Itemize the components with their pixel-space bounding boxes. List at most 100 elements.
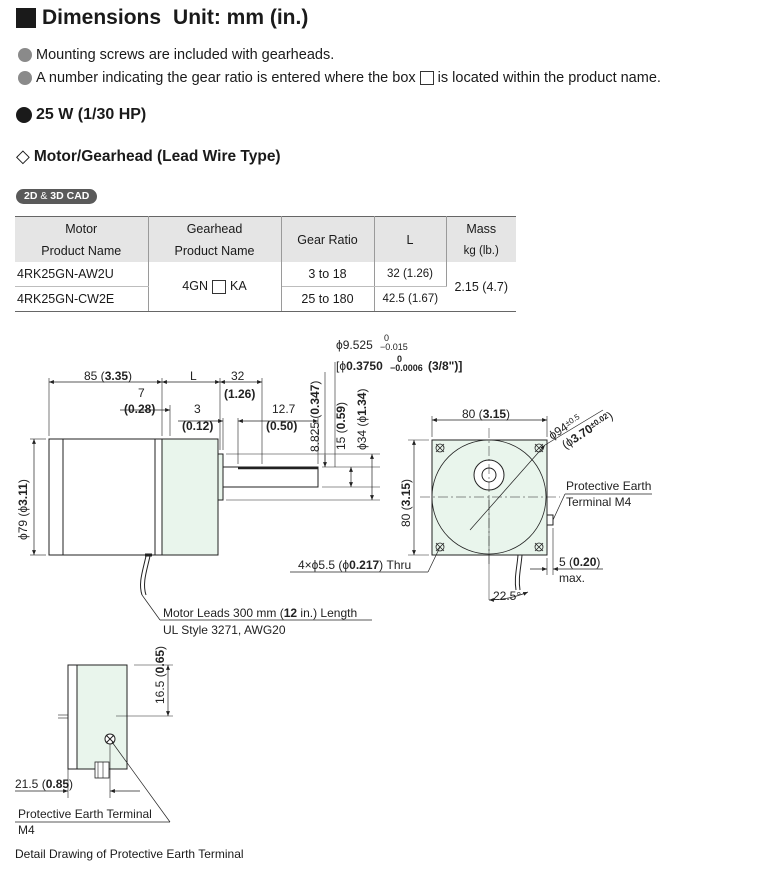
col-mass: Mass kg (lb.) xyxy=(446,216,516,262)
col-L: L xyxy=(374,216,447,262)
dim-3-in: (0.12) xyxy=(182,419,213,433)
dim-32-in: (1.26) xyxy=(224,387,255,401)
spec-table: Motor Product Name Gearhead Product Name… xyxy=(15,216,516,312)
dim-5: 5 (0.20) xyxy=(559,555,600,569)
gearhead-post: KA xyxy=(230,279,247,294)
cell-gearhead: 4GN KA xyxy=(148,262,282,312)
section-title-text: 25 W (1/30 HP) xyxy=(36,106,147,123)
dimension-drawing: 85 (3.35) L 32 (1.26) 7 (0.28) 3 (0.12) … xyxy=(15,333,652,837)
pe-terminal-size: M4 xyxy=(18,823,35,837)
note-gear-ratio: A number indicating the gear ratio is en… xyxy=(18,70,661,86)
cad-2d: 2D xyxy=(24,190,38,202)
col-motor: Motor Product Name xyxy=(15,216,149,262)
cell-ratio: 3 to 18 xyxy=(281,262,375,287)
dim-5-max: max. xyxy=(559,571,585,585)
dim-94: ϕ94±0.5 (ϕ3.70±0.02) xyxy=(546,408,616,451)
side-view-labels: 85 (3.35) L 32 (1.26) 7 (0.28) 3 (0.12) … xyxy=(16,333,462,637)
flange-square xyxy=(431,439,548,556)
dim-85: 85 (3.35) xyxy=(84,369,132,383)
dim-shaft-tol-up: 0 xyxy=(384,333,389,343)
motor-leads-label: Motor Leads 300 mm (12 in.) Length xyxy=(163,606,357,620)
cell-L: 32 (1.26) xyxy=(374,262,447,287)
cell-ratio: 25 to 180 xyxy=(281,286,375,312)
holes-label: 4×ϕ5.5 (ϕ0.217) Thru xyxy=(298,558,411,572)
page-title: Dimensions Unit: mm (in.) xyxy=(16,6,308,30)
cell-motor: 4RK25GN-CW2E xyxy=(15,286,149,312)
dim-angle: 22.5° xyxy=(493,589,521,603)
earth-terminal xyxy=(546,514,554,526)
col-motor-line2: Product Name xyxy=(41,244,122,258)
note-text: Mounting screws are included with gearhe… xyxy=(36,47,335,63)
table-row: 4RK25GN-CW2E 25 to 180 42.5 (1.67) xyxy=(15,286,516,312)
col-mass-line1: Mass xyxy=(466,222,497,236)
lead-wire xyxy=(518,554,523,591)
dim-shaft-dia: ϕ9.525 xyxy=(336,338,373,352)
note-text: is located within the product name. xyxy=(437,70,661,86)
box-icon xyxy=(419,71,434,85)
dim-8-825: 8.825 (0.347) xyxy=(308,381,322,452)
cad-badge[interactable]: 2D & 3D CAD xyxy=(16,189,98,204)
gearhead-body xyxy=(161,438,219,556)
detail-view xyxy=(15,664,173,823)
side-view xyxy=(30,362,380,621)
dim-79: ϕ79 (ϕ3.11) xyxy=(16,479,30,540)
cell-L: 42.5 (1.67) xyxy=(374,286,446,312)
note-mounting: Mounting screws are included with gearhe… xyxy=(18,47,334,63)
output-shaft xyxy=(222,466,319,488)
col-gear-ratio: Gear Ratio xyxy=(281,216,375,262)
section-title: 25 W (1/30 HP) xyxy=(16,106,146,124)
col-gearhead-line1: Gearhead xyxy=(186,222,243,236)
dim-shaft-dia-in: [ϕ0.3750 xyxy=(336,359,383,373)
dim-7-in: (0.28) xyxy=(124,402,155,416)
lead-wire xyxy=(144,555,151,596)
col-gearhead-line2: Product Name xyxy=(174,244,255,258)
gearhead-pre: 4GN xyxy=(182,279,208,294)
title-text: Dimensions xyxy=(42,6,162,29)
box-icon xyxy=(212,279,226,294)
section-subtitle-text: Motor/Gearhead (Lead Wire Type) xyxy=(33,147,281,165)
pe-label-2: Terminal M4 xyxy=(566,495,632,509)
title-square-icon xyxy=(16,8,36,28)
dim-80-h: 80 (3.15) xyxy=(462,407,510,421)
motor-body xyxy=(48,438,163,556)
col-gearhead: Gearhead Product Name xyxy=(148,216,282,262)
front-view-labels: 80 (3.15) 80 (3.15) ϕ94±0.5 (ϕ3.70±0.02)… xyxy=(298,407,651,603)
cell-mass: 2.15 (4.7) xyxy=(446,262,516,312)
dim-32: 32 xyxy=(231,369,245,383)
lead-wire xyxy=(140,555,147,596)
pe-label-1: Protective Earth xyxy=(566,479,651,493)
dim-shaft-in-tol-up: 0 xyxy=(397,354,402,364)
front-view xyxy=(290,409,652,602)
detail-flange xyxy=(67,664,78,770)
dim-16-5: 16.5 (0.65) xyxy=(153,646,167,704)
dim-12-7-in: (0.50) xyxy=(266,419,297,433)
dim-3: 3 xyxy=(194,402,201,416)
note-text: A number indicating the gear ratio is en… xyxy=(36,70,416,86)
col-motor-line1: Motor xyxy=(65,222,98,236)
section-subtitle: ◇ Motor/Gearhead (Lead Wire Type) xyxy=(16,146,281,167)
detail-caption: Detail Drawing of Protective Earth Termi… xyxy=(15,847,244,861)
lead-wire xyxy=(514,554,519,591)
dim-7: 7 xyxy=(138,386,145,400)
detail-labels: 16.5 (0.65) 21.5 (0.85) Protective Earth… xyxy=(15,646,167,837)
dim-80-v: 80 (3.15) xyxy=(399,479,413,527)
ul-style-label: UL Style 3271, AWG20 xyxy=(163,623,286,637)
dim-12-7: 12.7 xyxy=(272,402,296,416)
cad-amp: & xyxy=(40,190,48,202)
detail-wire xyxy=(94,761,110,779)
black-bullet-icon xyxy=(16,107,32,123)
cell-motor: 4RK25GN-AW2U xyxy=(15,262,149,287)
detail-gearhead xyxy=(76,664,128,770)
table-header-row: Motor Product Name Gearhead Product Name… xyxy=(15,216,516,262)
bullet-icon xyxy=(18,48,32,62)
dim-34: ϕ34 (ϕ1.34) xyxy=(355,389,369,450)
table-row: 4RK25GN-AW2U 4GN KA 3 to 18 32 (1.26) 2.1… xyxy=(15,262,516,312)
dim-L: L xyxy=(190,369,197,383)
diamond-icon: ◇ xyxy=(16,146,30,166)
dim-shaft-tol-dn: −0.015 xyxy=(380,342,408,352)
title-unit: Unit: mm (in.) xyxy=(173,6,309,29)
dim-15: 15 (0.59) xyxy=(334,402,348,450)
gearhead-boss xyxy=(217,453,224,501)
bullet-icon xyxy=(18,71,32,85)
col-mass-line2: kg (lb.) xyxy=(463,245,499,257)
